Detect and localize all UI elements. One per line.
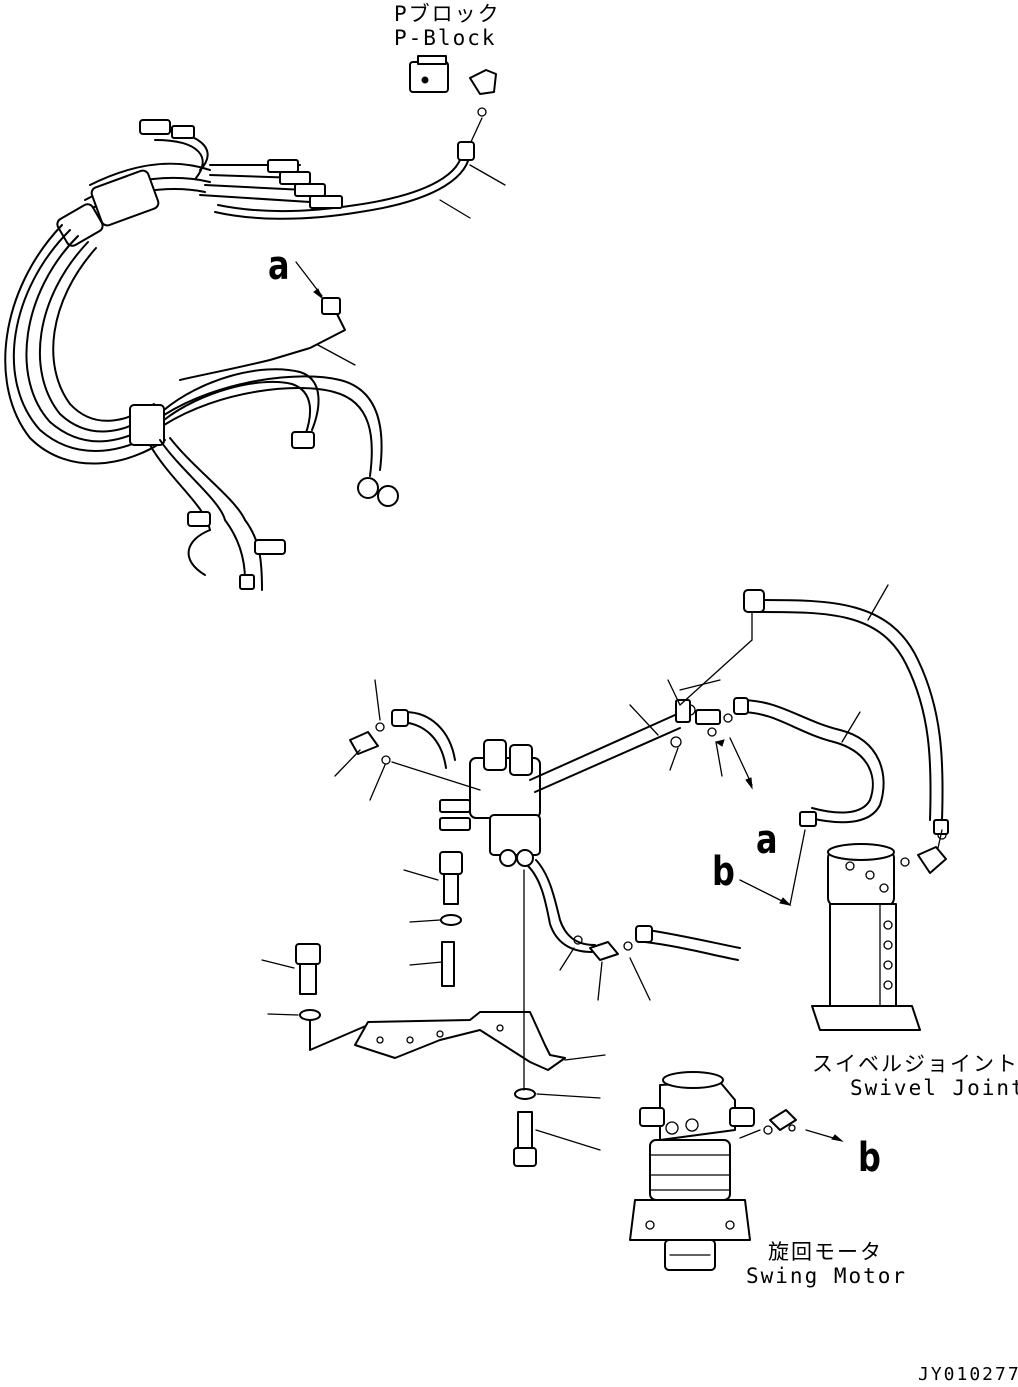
p-block-label-jp: Pブロック: [394, 2, 501, 26]
upper-hose-bundle: [4, 119, 399, 591]
p-block-label-en: P-Block: [394, 26, 497, 50]
ref-letter-b-left: b: [712, 849, 735, 895]
swivel-joint-part: [811, 829, 947, 1031]
swing-motor-label-en: Swing Motor: [746, 1264, 908, 1288]
swivel-supply-hose: [679, 584, 949, 840]
swing-valve-block: [439, 739, 541, 867]
ref-arrow-b-left: [739, 829, 806, 906]
valve-lower-hose: [527, 859, 741, 1001]
swing-motor-label-jp: 旋回モータ: [768, 1240, 883, 1264]
valve-to-fitting-tube: [529, 679, 721, 793]
swivel-joint-label-jp: スイベルジョイント: [812, 1052, 1018, 1076]
bracket-hardware: [261, 851, 606, 1167]
drawing-code: JY010277: [918, 1364, 1018, 1385]
ref-letter-b-right: b: [858, 1135, 881, 1181]
p-block-hose: [214, 141, 506, 220]
valve-upper-left-hose: [334, 679, 481, 801]
p-block-part: [409, 55, 497, 145]
ref-arrow-a-mid: [729, 737, 753, 790]
swing-motor-part: [629, 1071, 844, 1271]
ref-letter-a-top: a: [268, 243, 290, 289]
drain-hose-loop: [714, 697, 885, 827]
swivel-joint-label-en: Swivel Joint: [850, 1076, 1018, 1100]
ref-letter-a-mid: a: [756, 817, 778, 863]
ref-arrow-a-top: [295, 261, 324, 300]
